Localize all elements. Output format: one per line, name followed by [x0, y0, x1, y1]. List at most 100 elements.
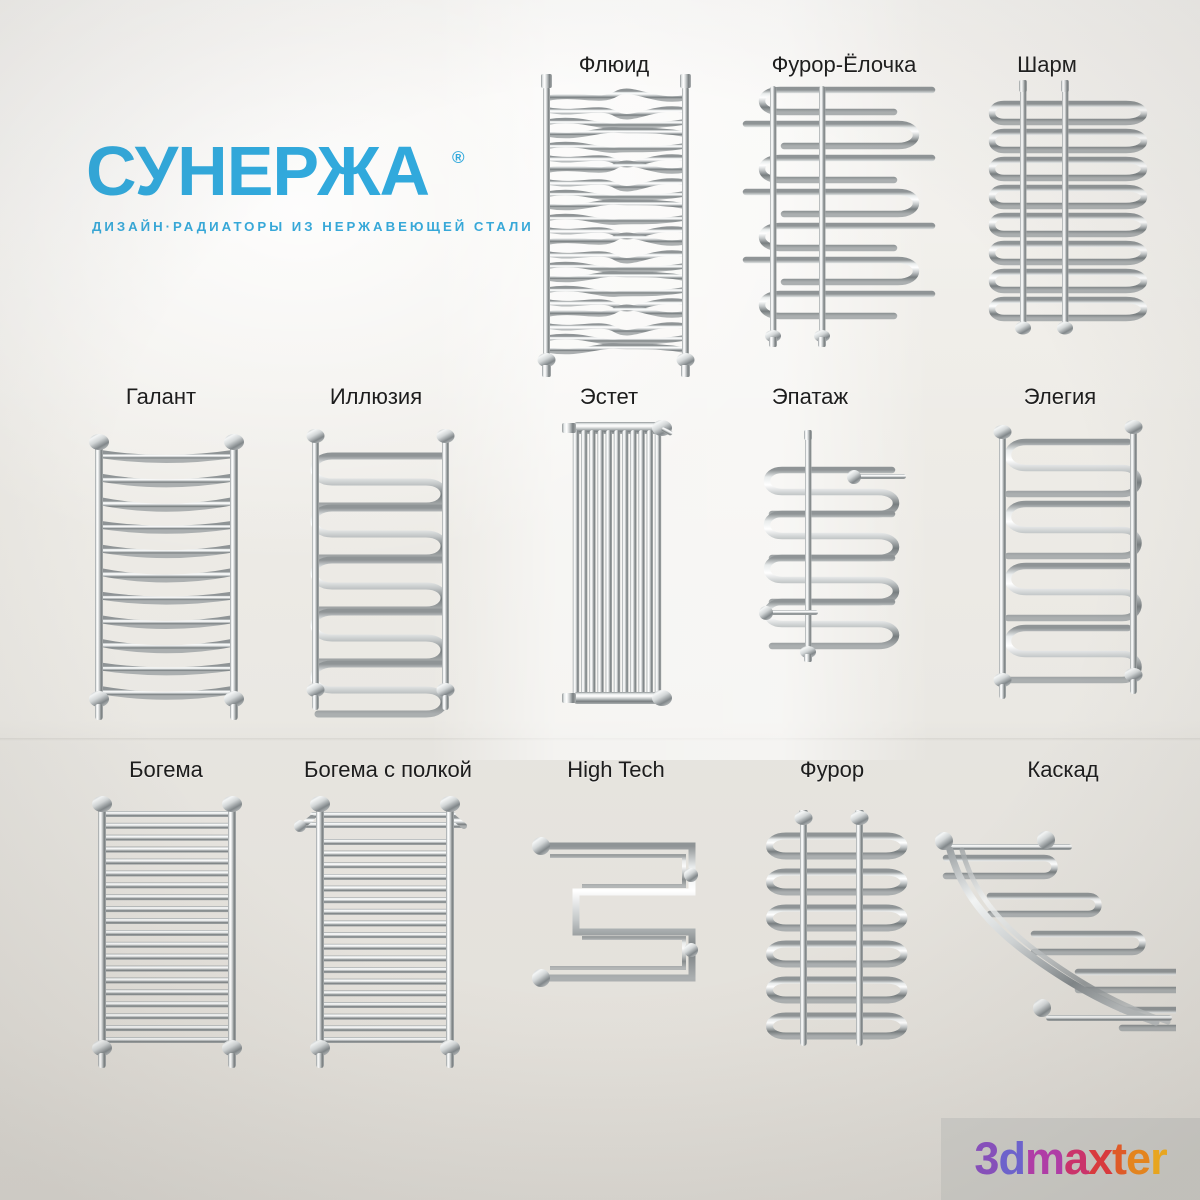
radiator-tube	[100, 989, 234, 996]
radiator-tube	[766, 976, 908, 1004]
radiator-tube	[545, 117, 687, 129]
radiator-tube	[100, 1037, 234, 1043]
product-label-furor-elochka: Фурор-Ёлочка	[771, 52, 917, 77]
watermark-letter: t	[1112, 1133, 1127, 1184]
radiator-tube	[318, 839, 452, 845]
radiator-tube	[100, 870, 234, 877]
radiator-tube	[545, 154, 687, 168]
radiator-tube	[100, 941, 234, 948]
radiator-tube	[545, 250, 687, 264]
product-estet	[558, 414, 674, 714]
radiator-tube	[545, 141, 687, 153]
brand-tagline: ДИЗАЙН·РАДИАТОРЫ ИЗ НЕРЖАВЕЮЩЕЙ СТАЛИ	[92, 219, 534, 234]
radiator-tube	[96, 568, 237, 583]
radiator-tube	[310, 504, 448, 562]
radiator-tube	[96, 544, 237, 559]
radiator-tube	[318, 978, 452, 985]
product-galant	[78, 418, 254, 726]
radiator-tube	[310, 608, 448, 666]
radiator-tube	[100, 953, 234, 960]
radiator-tube	[318, 943, 452, 950]
radiator-tube	[545, 304, 687, 318]
radiator-tube	[545, 333, 687, 345]
radiator-tube	[763, 598, 900, 650]
radiator-tube	[100, 1001, 234, 1008]
radiator-tube	[758, 290, 936, 320]
radiator-tube	[988, 268, 1148, 294]
radiator-tube	[766, 904, 908, 932]
radiator-tube	[597, 430, 604, 696]
radiator-tube	[545, 178, 687, 192]
radiator-tube	[96, 520, 237, 534]
radiator-tube	[96, 638, 237, 654]
radiator-tube	[310, 556, 448, 614]
radiator-tube	[318, 908, 452, 915]
brand-logo: СУНЕРЖА ® ДИЗАЙН·РАДИАТОРЫ ИЗ НЕРЖАВЕЮЩЕ…	[86, 133, 534, 248]
radiator-tube	[96, 450, 237, 463]
radiator-tube	[318, 932, 452, 939]
radiator-tube	[545, 285, 687, 297]
radiator-tube	[96, 686, 237, 700]
product-label-kaskad: Каскад	[1027, 757, 1099, 782]
product-bogema	[78, 788, 254, 1070]
watermark-letter: a	[1063, 1133, 1089, 1184]
radiator-tube	[100, 965, 234, 972]
radiator-tube	[96, 497, 237, 512]
product-illuzia	[292, 418, 468, 718]
product-label-epatazh: Эпатаж	[771, 384, 849, 409]
radiator-tube	[581, 430, 588, 696]
radiator-tube	[310, 452, 448, 510]
radiator-tube	[986, 892, 1102, 918]
radiator-tube	[545, 189, 687, 201]
radiator-tube	[100, 1013, 234, 1020]
radiator-tube	[96, 591, 237, 605]
radiator-tube	[1004, 624, 1142, 684]
radiator-tube	[988, 156, 1148, 182]
svg-text:®: ®	[452, 148, 465, 167]
radiator-tube	[545, 106, 687, 120]
radiator-tube	[545, 343, 687, 355]
product-label-high-tech: High Tech	[567, 757, 665, 782]
radiator-tube	[318, 1037, 452, 1043]
watermark-letter: r	[1150, 1133, 1167, 1184]
product-label-galant: Галант	[125, 384, 197, 409]
product-label-elegia: Элегия	[1023, 384, 1097, 409]
radiator-tube	[1004, 562, 1142, 622]
product-sharm	[978, 80, 1168, 342]
radiator-tube	[545, 232, 687, 246]
product-high-tech	[528, 830, 708, 1010]
radiator-tube	[742, 256, 920, 286]
radiator-tube	[96, 662, 237, 676]
radiator-tube	[100, 918, 234, 925]
radiator-tube	[758, 154, 936, 184]
radiator-tube	[545, 88, 687, 102]
radiator-tube	[613, 430, 621, 696]
radiator-tube	[766, 1012, 908, 1040]
product-label-bogema-shelf: Богема с полкой	[304, 757, 472, 782]
radiator-tube	[766, 940, 908, 968]
radiator-tube	[589, 430, 596, 696]
radiator-tube	[318, 967, 452, 974]
radiator-tube	[763, 510, 900, 562]
radiator-tube	[988, 296, 1148, 322]
product-furor	[752, 810, 932, 1050]
radiator-tube	[758, 86, 936, 116]
radiator-tube	[766, 832, 908, 860]
radiator-tube	[100, 811, 234, 817]
radiator-tube	[742, 188, 920, 218]
radiator-tube	[988, 212, 1148, 238]
product-furor-elochka	[726, 78, 958, 348]
radiator-tube	[988, 184, 1148, 210]
radiator-tube	[545, 298, 687, 312]
radiator-tube	[100, 882, 234, 889]
radiator-tube	[318, 1002, 452, 1009]
radiator-tube	[763, 554, 900, 606]
radiator-tube	[1004, 500, 1142, 560]
radiator-tube	[100, 906, 234, 913]
radiator-tube	[100, 858, 234, 865]
radiator-tube	[622, 430, 629, 696]
radiator-tube	[545, 322, 687, 336]
radiator-tube	[100, 846, 234, 853]
